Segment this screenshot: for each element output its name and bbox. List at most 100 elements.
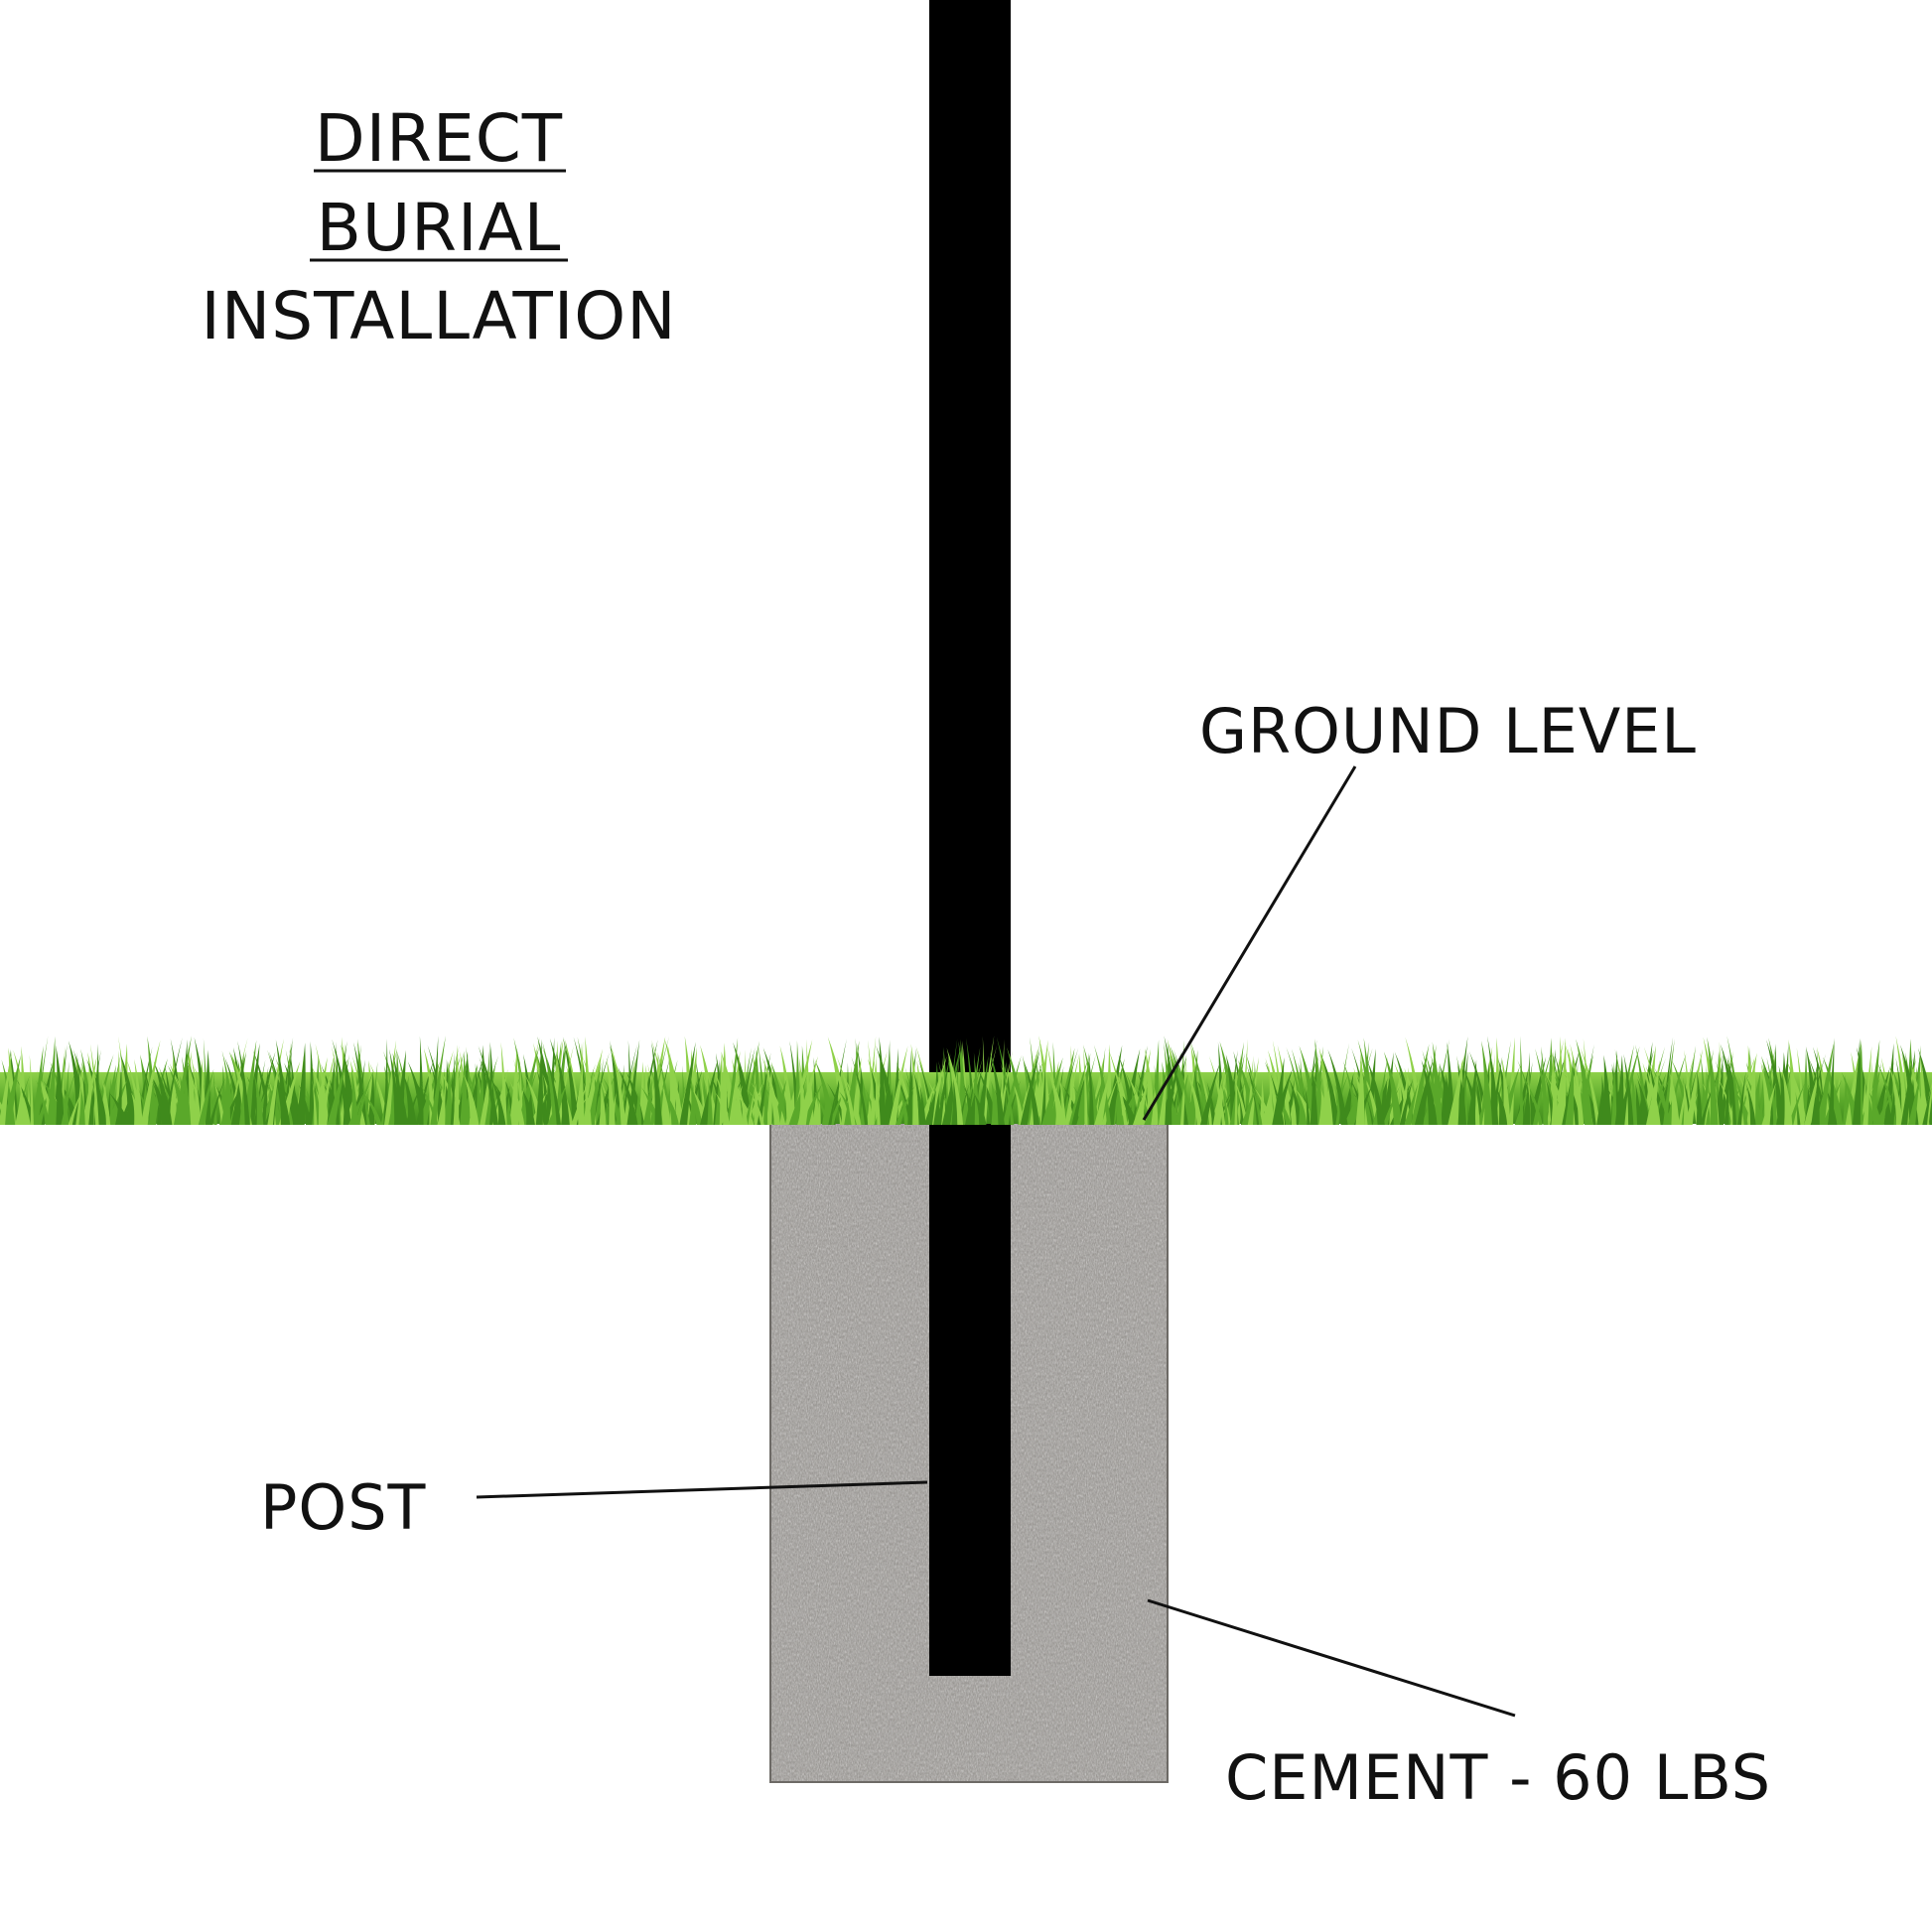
grass-blade (1167, 1041, 1173, 1125)
ground-level-leader (1142, 765, 1357, 1121)
grass-blade (1394, 1051, 1415, 1125)
grass-blade (174, 1035, 192, 1125)
grass-blade (454, 1092, 463, 1125)
grass-blade (1631, 1068, 1638, 1125)
grass-blade (587, 1061, 602, 1125)
grass-blade (1206, 1081, 1217, 1125)
grass-blade (117, 1043, 128, 1125)
grass-blade (958, 1040, 968, 1125)
grass-blade (32, 1045, 44, 1125)
grass-blade (361, 1090, 382, 1125)
grass-blade (738, 1086, 749, 1125)
grass-blade (1907, 1076, 1920, 1125)
grass-blade (667, 1043, 677, 1125)
grass-blade (1637, 1078, 1650, 1125)
grass-blade (851, 1056, 869, 1125)
grass-blade (1524, 1080, 1537, 1125)
grass-blade (1056, 1047, 1075, 1125)
grass-blade (1108, 1048, 1128, 1125)
grass-blade (0, 1049, 13, 1125)
grass-blade (690, 1073, 697, 1125)
grass-blade (571, 1081, 589, 1125)
grass-blade (211, 1076, 225, 1125)
grass-blade (1614, 1054, 1624, 1125)
grass-blade (89, 1043, 99, 1125)
grass-blade (134, 1058, 143, 1125)
grass-blade (1006, 1046, 1027, 1125)
diagram-title: DIRECT BURIAL INSTALLATION (201, 100, 675, 354)
grass-blade (1342, 1060, 1360, 1125)
grass-blade (1193, 1068, 1203, 1125)
grass-blade (1519, 1035, 1524, 1125)
grass-blade (1272, 1057, 1285, 1125)
grass-blade (1241, 1086, 1257, 1125)
grass-blade (707, 1077, 713, 1125)
grass-blade (1773, 1079, 1777, 1125)
grass-blade (897, 1081, 909, 1125)
grass-blade (509, 1080, 525, 1125)
grass-blade (1696, 1069, 1703, 1125)
grass-blade (946, 1047, 964, 1125)
grass-blade (477, 1065, 483, 1125)
grass-blade (92, 1071, 107, 1125)
grass-blade (1217, 1074, 1227, 1125)
grass-blade (1083, 1046, 1088, 1125)
grass-blade (886, 1087, 891, 1125)
grass-blade (1232, 1075, 1248, 1125)
grass-blade (1888, 1081, 1896, 1125)
grass-blade (453, 1044, 460, 1125)
grass-blade (186, 1058, 206, 1125)
grass-blade (47, 1035, 56, 1125)
grass-blade (1047, 1070, 1065, 1125)
grass-blade (618, 1067, 638, 1125)
grass-blade (733, 1041, 753, 1125)
grass-blade (1173, 1048, 1192, 1125)
grass-blade (478, 1045, 498, 1125)
grass-blade (557, 1044, 574, 1125)
grass-blade (714, 1069, 730, 1125)
grass-blade (1745, 1083, 1756, 1125)
grass-blade (814, 1059, 835, 1125)
grass-blade (867, 1083, 881, 1125)
grass-blade (1448, 1053, 1465, 1125)
grass-blade (253, 1059, 266, 1125)
grass-blade (1601, 1054, 1611, 1125)
grass-strip (0, 1035, 1932, 1125)
grass-blade (951, 1078, 958, 1125)
grass-blade (1421, 1059, 1438, 1125)
grass-blade (460, 1050, 468, 1125)
grass-blade (1383, 1051, 1403, 1125)
grass-blade (315, 1086, 326, 1125)
grass-blade (1565, 1055, 1575, 1125)
grass-blade (968, 1046, 981, 1125)
grass-blade (312, 1055, 320, 1125)
grass-blade (191, 1054, 202, 1125)
grass-blade (1221, 1081, 1229, 1125)
grass-blade (476, 1064, 482, 1125)
grass-blade (342, 1084, 351, 1125)
grass-blade (761, 1057, 781, 1125)
grass-blade (1737, 1070, 1746, 1125)
grass-blade (230, 1052, 244, 1125)
grass-blade (1399, 1066, 1409, 1125)
title-line-burial: BURIAL (317, 190, 562, 266)
grass-blade (152, 1083, 157, 1125)
grass-blade (1414, 1058, 1434, 1125)
grass-blade (81, 1055, 97, 1125)
grass-blade (1481, 1040, 1492, 1125)
grass-blade (1314, 1038, 1323, 1125)
grass-blade (836, 1056, 856, 1125)
grass-blade (312, 1079, 318, 1125)
grass-blade (152, 1081, 168, 1125)
grass-blade (1553, 1090, 1561, 1125)
grass-blade (277, 1077, 291, 1125)
grass-blade (700, 1044, 717, 1125)
grass-blade (754, 1072, 759, 1125)
grass-blade (610, 1039, 621, 1125)
grass-blade (599, 1084, 607, 1125)
post-label: POST (260, 1471, 427, 1544)
grass-blade (383, 1038, 388, 1125)
grass-blade (1570, 1043, 1585, 1125)
grass-blade (1788, 1082, 1806, 1125)
